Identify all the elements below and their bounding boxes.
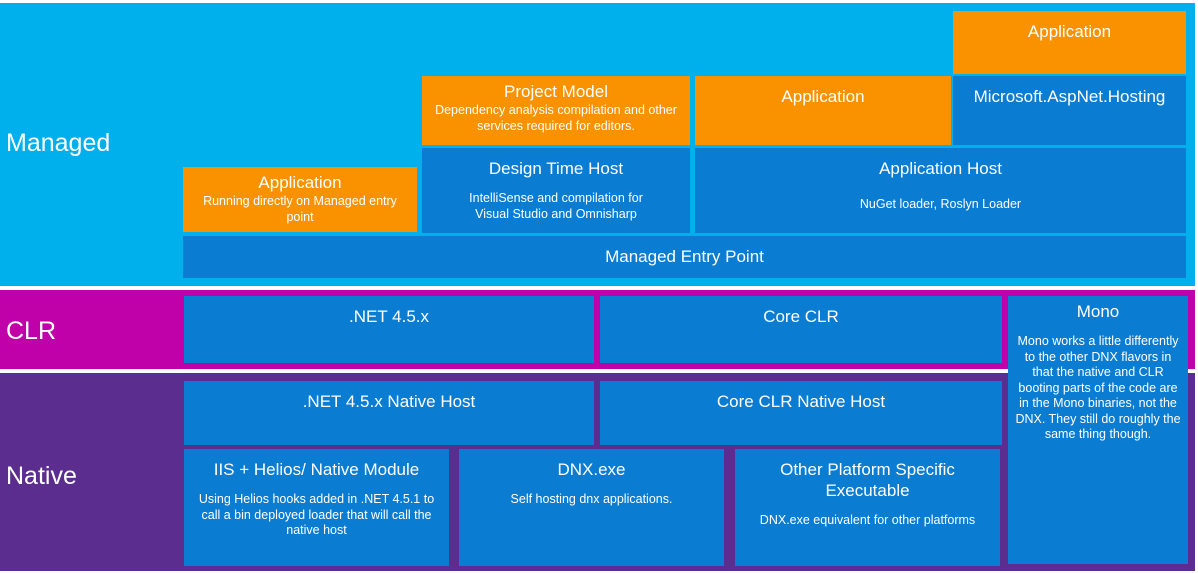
box-title: Core CLR <box>763 307 839 326</box>
box-application-middle[interactable]: Application <box>695 76 951 145</box>
box-title: Other Platform Specific Executable <box>780 460 955 500</box>
box-managed-entry-point[interactable]: Managed Entry Point <box>183 236 1186 278</box>
box-title: .NET 4.5.x Native Host <box>302 392 476 411</box>
box-title: Project Model <box>504 82 608 101</box>
band-label-clr: CLR <box>6 317 57 345</box>
band-label-managed: Managed <box>6 129 111 157</box>
box-title: Core CLR Native Host <box>716 392 886 411</box>
box-title: Application <box>1027 22 1112 41</box>
box-project-model[interactable]: Project Model Dependency analysis compil… <box>422 76 690 145</box>
box-iis-helios-native-module[interactable]: IIS + Helios/ Native Module Using Helios… <box>184 449 449 566</box>
box-title: IIS + Helios/ Native Module <box>213 460 420 479</box>
box-subtitle: Mono works a little differently to the o… <box>1015 334 1181 441</box>
box-application-host[interactable]: Application Host NuGet loader, Roslyn Lo… <box>695 148 1186 233</box>
box-title: Application <box>781 87 865 106</box>
box-dnx-exe[interactable]: DNX.exe Self hosting dnx applications. <box>459 449 724 566</box>
box-title: DNX.exe <box>557 460 626 479</box>
box-title: Microsoft.AspNet.Hosting <box>973 87 1166 106</box>
band-label-native: Native <box>6 462 77 490</box>
box-application-managed-entry[interactable]: Application Running directly on Managed … <box>183 167 417 232</box>
box-subtitle: Self hosting dnx applications. <box>510 492 673 506</box>
box-title: Managed Entry Point <box>605 247 764 266</box>
box-subtitle: Using Helios hooks added in .NET 4.5.1 t… <box>198 492 435 537</box>
box-subtitle: IntelliSense and compilation for Visual … <box>469 191 643 221</box>
box-mono[interactable]: Mono Mono works a little differently to … <box>1008 296 1188 564</box>
box-subtitle: NuGet loader, Roslyn Loader <box>859 197 1022 211</box>
box-subtitle: Dependency analysis compilation and othe… <box>435 103 677 133</box>
box-application-top-right[interactable]: Application <box>953 11 1186 74</box>
box-core-clr[interactable]: Core CLR <box>600 296 1002 363</box>
box-aspnet-hosting[interactable]: Microsoft.AspNet.Hosting <box>953 76 1186 145</box>
box-title: Application <box>258 173 342 192</box>
box-net45-native-host[interactable]: .NET 4.5.x Native Host <box>184 381 594 445</box>
box-subtitle: DNX.exe equivalent for other platforms <box>759 513 976 527</box>
box-net45[interactable]: .NET 4.5.x <box>184 296 594 363</box>
box-title: Mono <box>1076 302 1120 321</box>
box-title: Application Host <box>879 159 1002 178</box>
box-other-platform-specific-executable[interactable]: Other Platform Specific Executable DNX.e… <box>735 449 1000 566</box>
box-title: .NET 4.5.x <box>349 307 429 326</box>
box-subtitle: Running directly on Managed entry point <box>203 194 397 224</box>
box-design-time-host[interactable]: Design Time Host IntelliSense and compil… <box>422 148 690 233</box>
box-title: Design Time Host <box>488 159 624 178</box>
box-core-clr-native-host[interactable]: Core CLR Native Host <box>600 381 1002 445</box>
